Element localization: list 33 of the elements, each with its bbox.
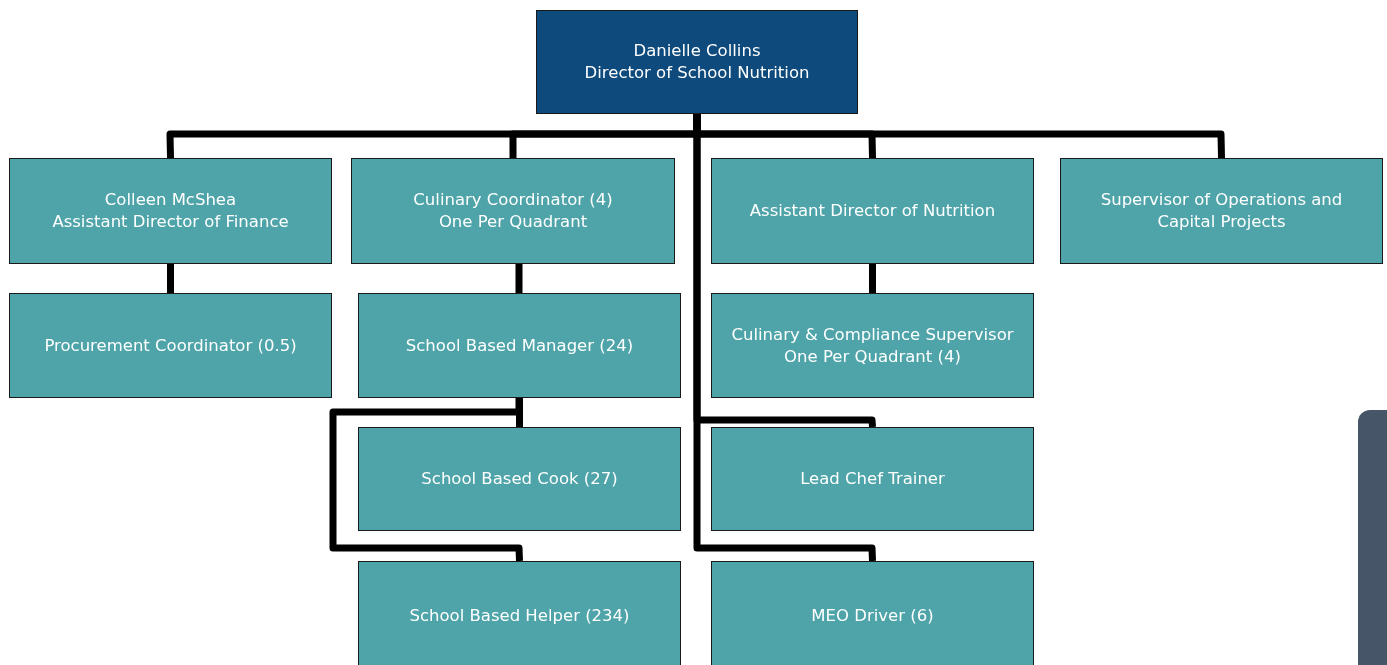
role-box <box>9 293 332 398</box>
role-text: Danielle Collins <box>633 40 761 62</box>
connector-line <box>693 114 876 562</box>
role-box <box>711 427 1034 531</box>
connector-line <box>869 264 876 293</box>
director-box <box>536 10 858 114</box>
connector-line <box>515 264 523 293</box>
role-box <box>711 561 1034 665</box>
role-box <box>358 427 681 531</box>
role-text: Culinary Coordinator (4) <box>413 189 613 211</box>
role-box <box>358 293 681 398</box>
role-text: Assistant Director of Finance <box>52 211 289 233</box>
connector-line <box>167 264 174 293</box>
role-text: Lead Chef Trainer <box>800 468 945 490</box>
role-text: Procurement Coordinator (0.5) <box>44 334 297 357</box>
role-text: Colleen McShea <box>104 189 237 211</box>
role-text: School Based Cook (27) <box>421 468 618 490</box>
role-text: Culinary & Compliance Supervisor <box>731 323 1014 346</box>
connector-line <box>329 398 523 562</box>
role-text: Director of School Nutrition <box>584 62 810 84</box>
role-text: School Based Manager (24) <box>405 334 634 357</box>
role-text: School Based Helper (234) <box>409 605 630 627</box>
role-box <box>9 158 332 264</box>
role-text: One Per Quadrant <box>438 211 588 233</box>
role-box <box>351 158 675 264</box>
role-box <box>711 158 1034 264</box>
role-text: Assistant Director of Nutrition <box>749 200 996 222</box>
role-box <box>358 561 681 665</box>
role-text: MEO Driver (6) <box>811 605 934 627</box>
role-text: One Per Quadrant (4) <box>784 345 961 368</box>
role-text: Supervisor of Operations and Capital Projects <box>1099 189 1344 233</box>
role-box <box>711 293 1034 398</box>
role-box <box>1060 158 1383 264</box>
